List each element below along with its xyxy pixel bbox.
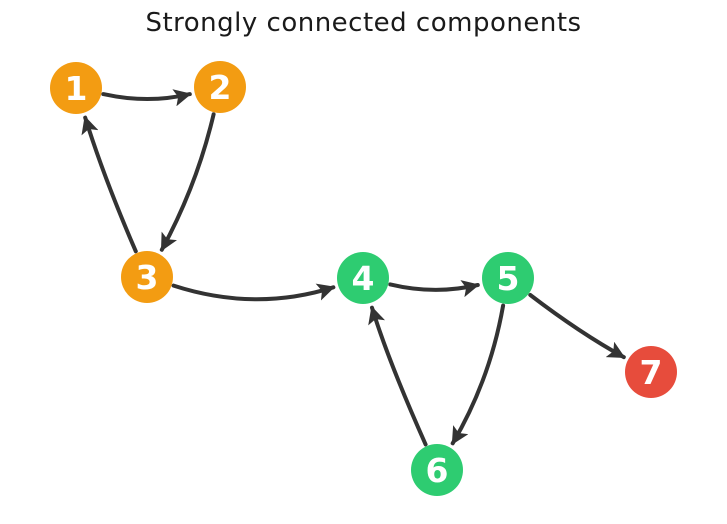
node-1 <box>50 62 102 114</box>
node-3-label: 3 <box>136 258 159 297</box>
node-5-label: 5 <box>497 259 520 298</box>
node-6-label: 6 <box>426 451 449 490</box>
node-3 <box>121 251 173 303</box>
chart-title: Strongly connected components <box>145 8 582 38</box>
node-2 <box>194 61 246 113</box>
edge-5-7 <box>528 293 626 360</box>
edge-1-2 <box>101 89 192 107</box>
edge-6-4 <box>368 305 428 447</box>
node-7 <box>625 346 677 398</box>
node-4 <box>337 252 389 304</box>
edge-3-1 <box>81 115 138 254</box>
node-1-label: 1 <box>65 69 88 108</box>
node-2-label: 2 <box>209 68 232 107</box>
edge-4-5 <box>388 280 480 298</box>
edge-5-6 <box>450 303 506 446</box>
edges-layer <box>81 89 626 447</box>
node-7-label: 7 <box>640 353 663 392</box>
nodes-layer: 1 2 3 4 5 6 7 <box>50 61 677 496</box>
edge-2-3 <box>159 112 216 252</box>
node-6 <box>411 444 463 496</box>
edge-3-4 <box>171 283 336 302</box>
node-5 <box>482 252 534 304</box>
node-4-label: 4 <box>352 259 375 298</box>
